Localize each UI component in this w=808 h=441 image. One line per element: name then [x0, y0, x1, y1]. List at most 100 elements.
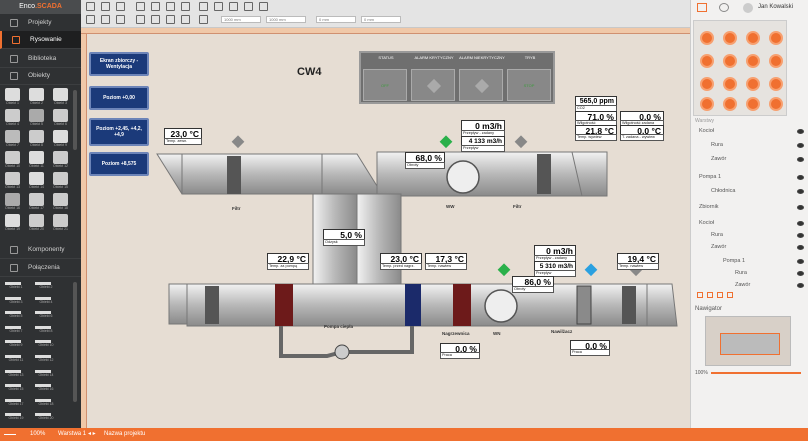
camera-icon[interactable]	[700, 54, 714, 68]
layer-row[interactable]: Rura	[731, 264, 808, 283]
nav-projects[interactable]: Projekty	[0, 14, 81, 32]
connection-tool[interactable]: Obiekt 9	[3, 338, 29, 347]
copy-layer-icon[interactable]	[717, 292, 723, 298]
chart-icon[interactable]	[746, 54, 760, 68]
layer-row[interactable]: Zawór	[707, 238, 808, 257]
group-icon[interactable]	[244, 2, 253, 11]
grid-menu-icon[interactable]	[697, 3, 707, 12]
object-tool[interactable]: Obiekt 12	[51, 151, 70, 168]
connection-tool[interactable]: Obiekt 2	[33, 280, 59, 289]
connection-tool[interactable]: Obiekt 12	[33, 353, 59, 362]
object-tool[interactable]: Obiekt 16	[3, 193, 22, 210]
copy-icon[interactable]	[181, 2, 190, 11]
device-icon[interactable]	[769, 77, 783, 91]
chart-icon[interactable]	[723, 97, 737, 111]
folder-layer-icon[interactable]	[707, 292, 713, 298]
object-tool[interactable]: Obiekt 19	[3, 214, 22, 231]
connection-tool[interactable]: Obiekt 13	[3, 368, 29, 377]
chart-icon[interactable]	[746, 31, 760, 45]
flip-icon[interactable]	[151, 15, 160, 24]
connection-tool[interactable]: Obiekt 11	[3, 353, 29, 362]
layer-row[interactable]: Zawór	[731, 276, 808, 295]
bell-icon[interactable]	[719, 3, 729, 12]
camera-icon[interactable]	[700, 77, 714, 91]
connection-tool[interactable]: Obiekt 15	[3, 382, 29, 391]
image-tool-icon[interactable]	[166, 2, 175, 11]
btn-level-2-45[interactable]: Poziom +2,45, +4,2, +4,9	[89, 118, 149, 146]
layer-row[interactable]: Zawór	[707, 150, 808, 169]
object-tool[interactable]: Obiekt 4	[3, 109, 22, 126]
status-layer[interactable]: Warstwa 1	[58, 431, 87, 437]
eye-icon[interactable]	[797, 129, 804, 134]
connections-scrollbar[interactable]	[73, 282, 77, 402]
object-tool[interactable]: Obiekt 15	[51, 172, 70, 189]
eye-icon[interactable]	[797, 283, 804, 288]
device-icon[interactable]	[769, 31, 783, 45]
connection-tool[interactable]: Obiekt 18	[33, 397, 59, 406]
connection-tool[interactable]: Obiekt 4	[33, 295, 59, 304]
avatar[interactable]	[743, 3, 753, 13]
connection-tool[interactable]: Obiekt 1	[3, 280, 29, 289]
connection-tool[interactable]: Obiekt 6	[33, 309, 59, 318]
status-nav-arrows[interactable]: ◂ ▸	[88, 431, 96, 437]
distribute-icon[interactable]	[214, 2, 223, 11]
connection-tool[interactable]: Obiekt 10	[33, 338, 59, 347]
cut-icon[interactable]	[86, 15, 95, 24]
eye-icon[interactable]	[797, 245, 804, 250]
nav-components[interactable]: Komponenty	[0, 241, 81, 259]
device-icon[interactable]	[769, 97, 783, 111]
status-zoom[interactable]: 100%	[30, 431, 46, 437]
eye-icon[interactable]	[797, 259, 804, 264]
height-field[interactable]: 1000 mm	[266, 16, 306, 23]
object-tool[interactable]: Obiekt 2	[27, 88, 46, 105]
align-icon[interactable]	[199, 2, 208, 11]
layer-row[interactable]: Zbiornik	[695, 198, 808, 217]
chart-icon[interactable]	[723, 54, 737, 68]
status-zoom-slider[interactable]	[4, 428, 16, 435]
eye-icon[interactable]	[797, 175, 804, 180]
chart-icon[interactable]	[746, 97, 760, 111]
connection-tool[interactable]: Obiekt 3	[3, 295, 29, 304]
nav-library[interactable]: Biblioteka	[0, 50, 81, 68]
eye-icon[interactable]	[797, 221, 804, 226]
eye-icon[interactable]	[797, 271, 804, 276]
ungroup-icon[interactable]	[259, 2, 268, 11]
object-tool[interactable]: Obiekt 18	[51, 193, 70, 210]
eye-icon[interactable]	[797, 233, 804, 238]
connection-tool[interactable]: Obiekt 20	[33, 411, 59, 420]
btn-summary-ventilation[interactable]: Ekran zbiorczy - Wentylacja	[89, 52, 149, 76]
object-tool[interactable]: Obiekt 11	[27, 151, 46, 168]
user-tool-icon[interactable]	[116, 15, 125, 24]
connection-tool[interactable]: Obiekt 14	[33, 368, 59, 377]
connection-tool[interactable]: Obiekt 8	[33, 324, 59, 333]
delete-layer-icon[interactable]	[727, 292, 733, 298]
camera-icon[interactable]	[700, 97, 714, 111]
y-field[interactable]: 0 mm	[361, 16, 401, 23]
btn-level-0[interactable]: Poziom +0,00	[89, 86, 149, 110]
layer-row[interactable]: Pompa 1	[719, 252, 808, 271]
camera-icon[interactable]	[700, 31, 714, 45]
object-tool[interactable]: Obiekt 20	[27, 214, 46, 231]
chart-icon[interactable]	[746, 77, 760, 91]
add-layer-icon[interactable]	[697, 292, 703, 298]
save-icon[interactable]	[116, 2, 125, 11]
eye-icon[interactable]	[797, 157, 804, 162]
nav-connections[interactable]: Połączenia	[0, 259, 81, 277]
open-file-icon[interactable]	[101, 2, 110, 11]
navigator-zoom-slider[interactable]	[711, 372, 801, 374]
object-tool[interactable]: Obiekt 17	[27, 193, 46, 210]
object-tool[interactable]: Obiekt 5	[27, 109, 46, 126]
drawing-canvas[interactable]: CW4 Ekran zbiorczy - Wentylacja Poziom +…	[87, 34, 690, 428]
paste-icon[interactable]	[101, 15, 110, 24]
connection-tool[interactable]: Obiekt 7	[3, 324, 29, 333]
navigator-preview[interactable]	[705, 316, 791, 366]
connection-tool[interactable]: Obiekt 16	[33, 382, 59, 391]
front-icon[interactable]	[166, 15, 175, 24]
object-tool[interactable]: Obiekt 14	[27, 172, 46, 189]
object-tool[interactable]: Obiekt 21	[51, 214, 70, 231]
device-icon[interactable]	[769, 54, 783, 68]
eye-icon[interactable]	[797, 189, 804, 194]
layer-row[interactable]: Kocioł	[695, 122, 808, 141]
layer-row[interactable]: Rura	[707, 226, 808, 245]
object-tool[interactable]: Obiekt 3	[51, 88, 70, 105]
